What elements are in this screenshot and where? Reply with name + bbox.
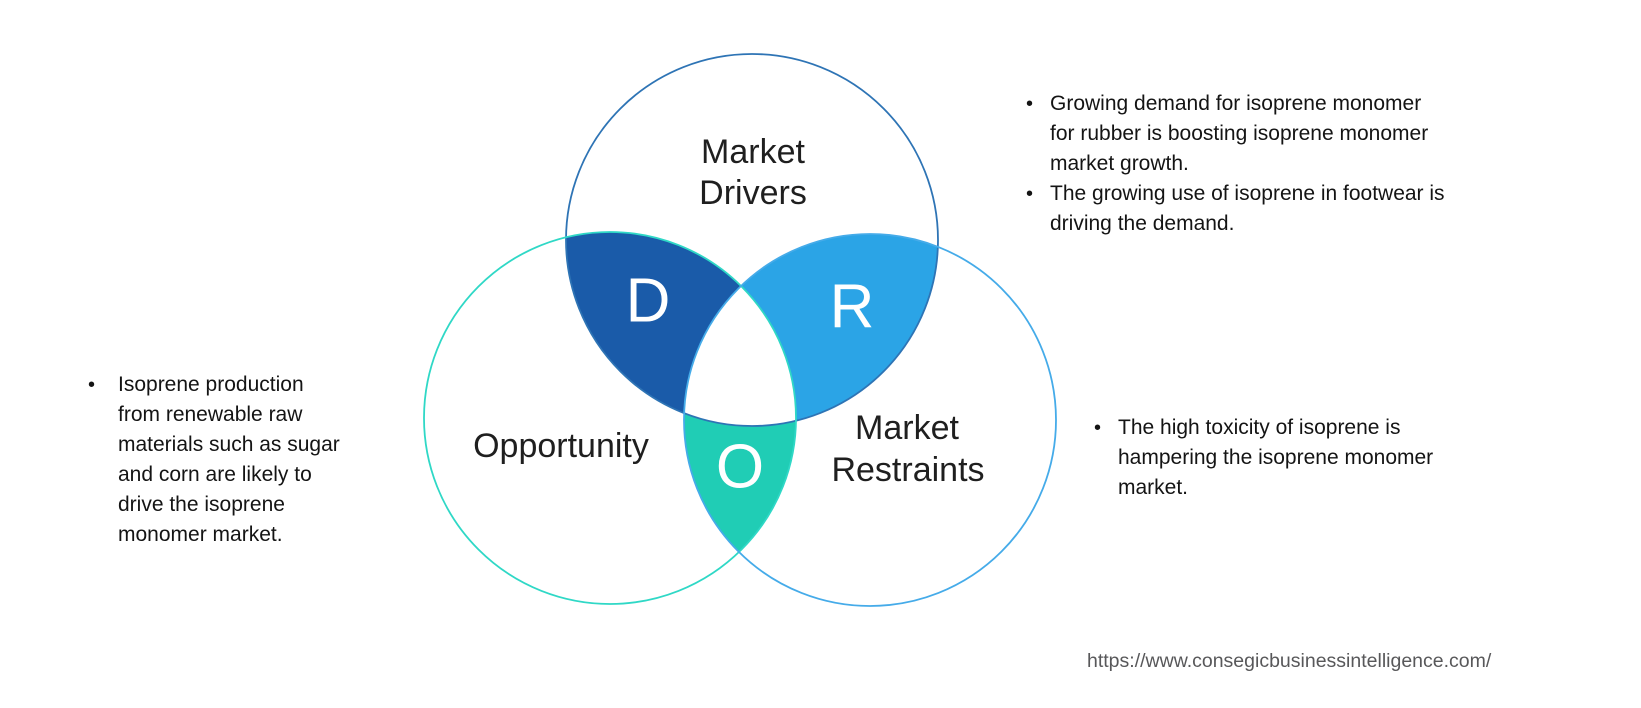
drivers-label-line1: Market: [701, 133, 805, 171]
note-item: The high toxicity of isoprene is hamperi…: [1086, 413, 1546, 503]
drivers-notes: Growing demand for isoprene monomer for …: [1018, 89, 1518, 239]
note-line: materials such as sugar: [118, 433, 340, 456]
note-item: Isoprene production from renewable raw m…: [88, 370, 418, 550]
note-line: Isoprene production: [118, 373, 304, 396]
note-line: drive the isoprene: [118, 493, 285, 516]
note-line: driving the demand.: [1050, 212, 1235, 235]
restraints-circle: [683, 233, 1057, 607]
restraints-label-line1: Market: [855, 409, 959, 447]
overlap-letter-o: O: [716, 433, 764, 502]
note-item: Growing demand for isoprene monomer for …: [1018, 89, 1518, 179]
note-line: The growing use of isoprene in footwear …: [1050, 182, 1445, 205]
note-line: and corn are likely to: [118, 463, 312, 486]
overlap-letter-r: R: [830, 273, 875, 342]
note-line: market.: [1118, 476, 1189, 499]
note-line: Growing demand for isoprene monomer: [1050, 92, 1422, 115]
note-item: The growing use of isoprene in footwear …: [1018, 179, 1518, 239]
overlap-letter-d: D: [626, 267, 671, 336]
note-line: for rubber is boosting isoprene monomer: [1050, 122, 1429, 145]
restraints-label-line2: Restraints: [831, 451, 984, 489]
source-url: https://www.consegicbusinessintelligence…: [1087, 650, 1492, 672]
restraints-notes: The high toxicity of isoprene is hamperi…: [1086, 413, 1546, 503]
opportunity-notes: Isoprene production from renewable raw m…: [88, 370, 418, 550]
opportunity-circle: [423, 231, 797, 605]
drivers-circle: [565, 53, 939, 427]
note-line: market growth.: [1050, 152, 1189, 175]
note-line: hampering the isoprene monomer: [1118, 446, 1434, 469]
note-line: from renewable raw: [118, 403, 303, 426]
note-line: The high toxicity of isoprene is: [1118, 416, 1401, 439]
note-line: monomer market.: [118, 523, 283, 546]
drivers-label-line2: Drivers: [699, 174, 807, 212]
opportunity-label: Opportunity: [473, 427, 649, 465]
